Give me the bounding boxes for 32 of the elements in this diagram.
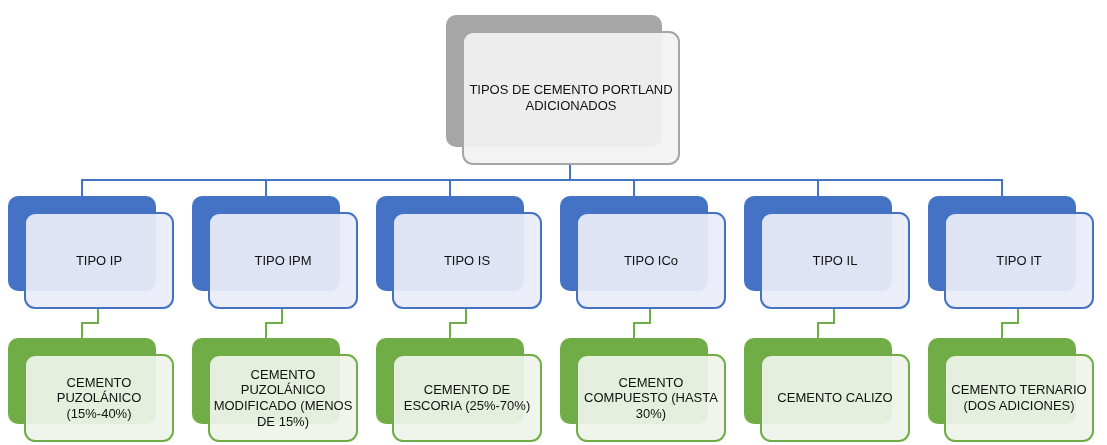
- stacked-card: [928, 338, 1094, 442]
- stacked-card: [560, 338, 726, 442]
- card-label: CEMENTO TERNARIO (DOS ADICIONES): [950, 382, 1088, 414]
- card-label: TIPO IP: [75, 252, 123, 269]
- stacked-card: [446, 15, 680, 165]
- stacked-card: [744, 338, 910, 442]
- stacked-card: [376, 196, 542, 309]
- stacked-card: [8, 196, 174, 309]
- connector-line: [633, 307, 651, 339]
- stacked-card: [928, 196, 1094, 309]
- connector-line: [817, 307, 835, 339]
- stacked-card: [560, 196, 726, 309]
- stacked-card: [8, 338, 174, 442]
- stacked-card: [192, 196, 358, 309]
- card-label: CEMENTO CALIZO: [777, 390, 893, 406]
- connector-line: [1001, 307, 1019, 339]
- connector-line: [81, 307, 99, 339]
- stacked-card: [744, 196, 910, 309]
- card-label: TIPO IL: [812, 252, 858, 269]
- card-label: TIPO IS: [443, 252, 491, 269]
- stacked-card: [376, 338, 542, 442]
- card-label: TIPO ICo: [623, 252, 679, 269]
- card-label: CEMENTO PUZOLÁNICO (15%-40%): [55, 374, 143, 422]
- connector-line: [449, 307, 467, 339]
- card-label: CEMENTO DE ESCORIA (25%-70%): [402, 382, 532, 414]
- card-label: CEMENTO COMPUESTO (HASTA 30%): [583, 374, 719, 422]
- card-label: TIPO IPM: [254, 252, 312, 269]
- connector-line: [265, 307, 283, 339]
- card-label: TIPOS DE CEMENTO PORTLAND ADICIONADOS: [468, 82, 674, 114]
- card-label: TIPO IT: [996, 252, 1042, 269]
- card-label: CEMENTO PUZOLÁNICO MODIFICADO (MENOS DE 15%): [212, 366, 354, 430]
- stacked-card: [192, 338, 358, 442]
